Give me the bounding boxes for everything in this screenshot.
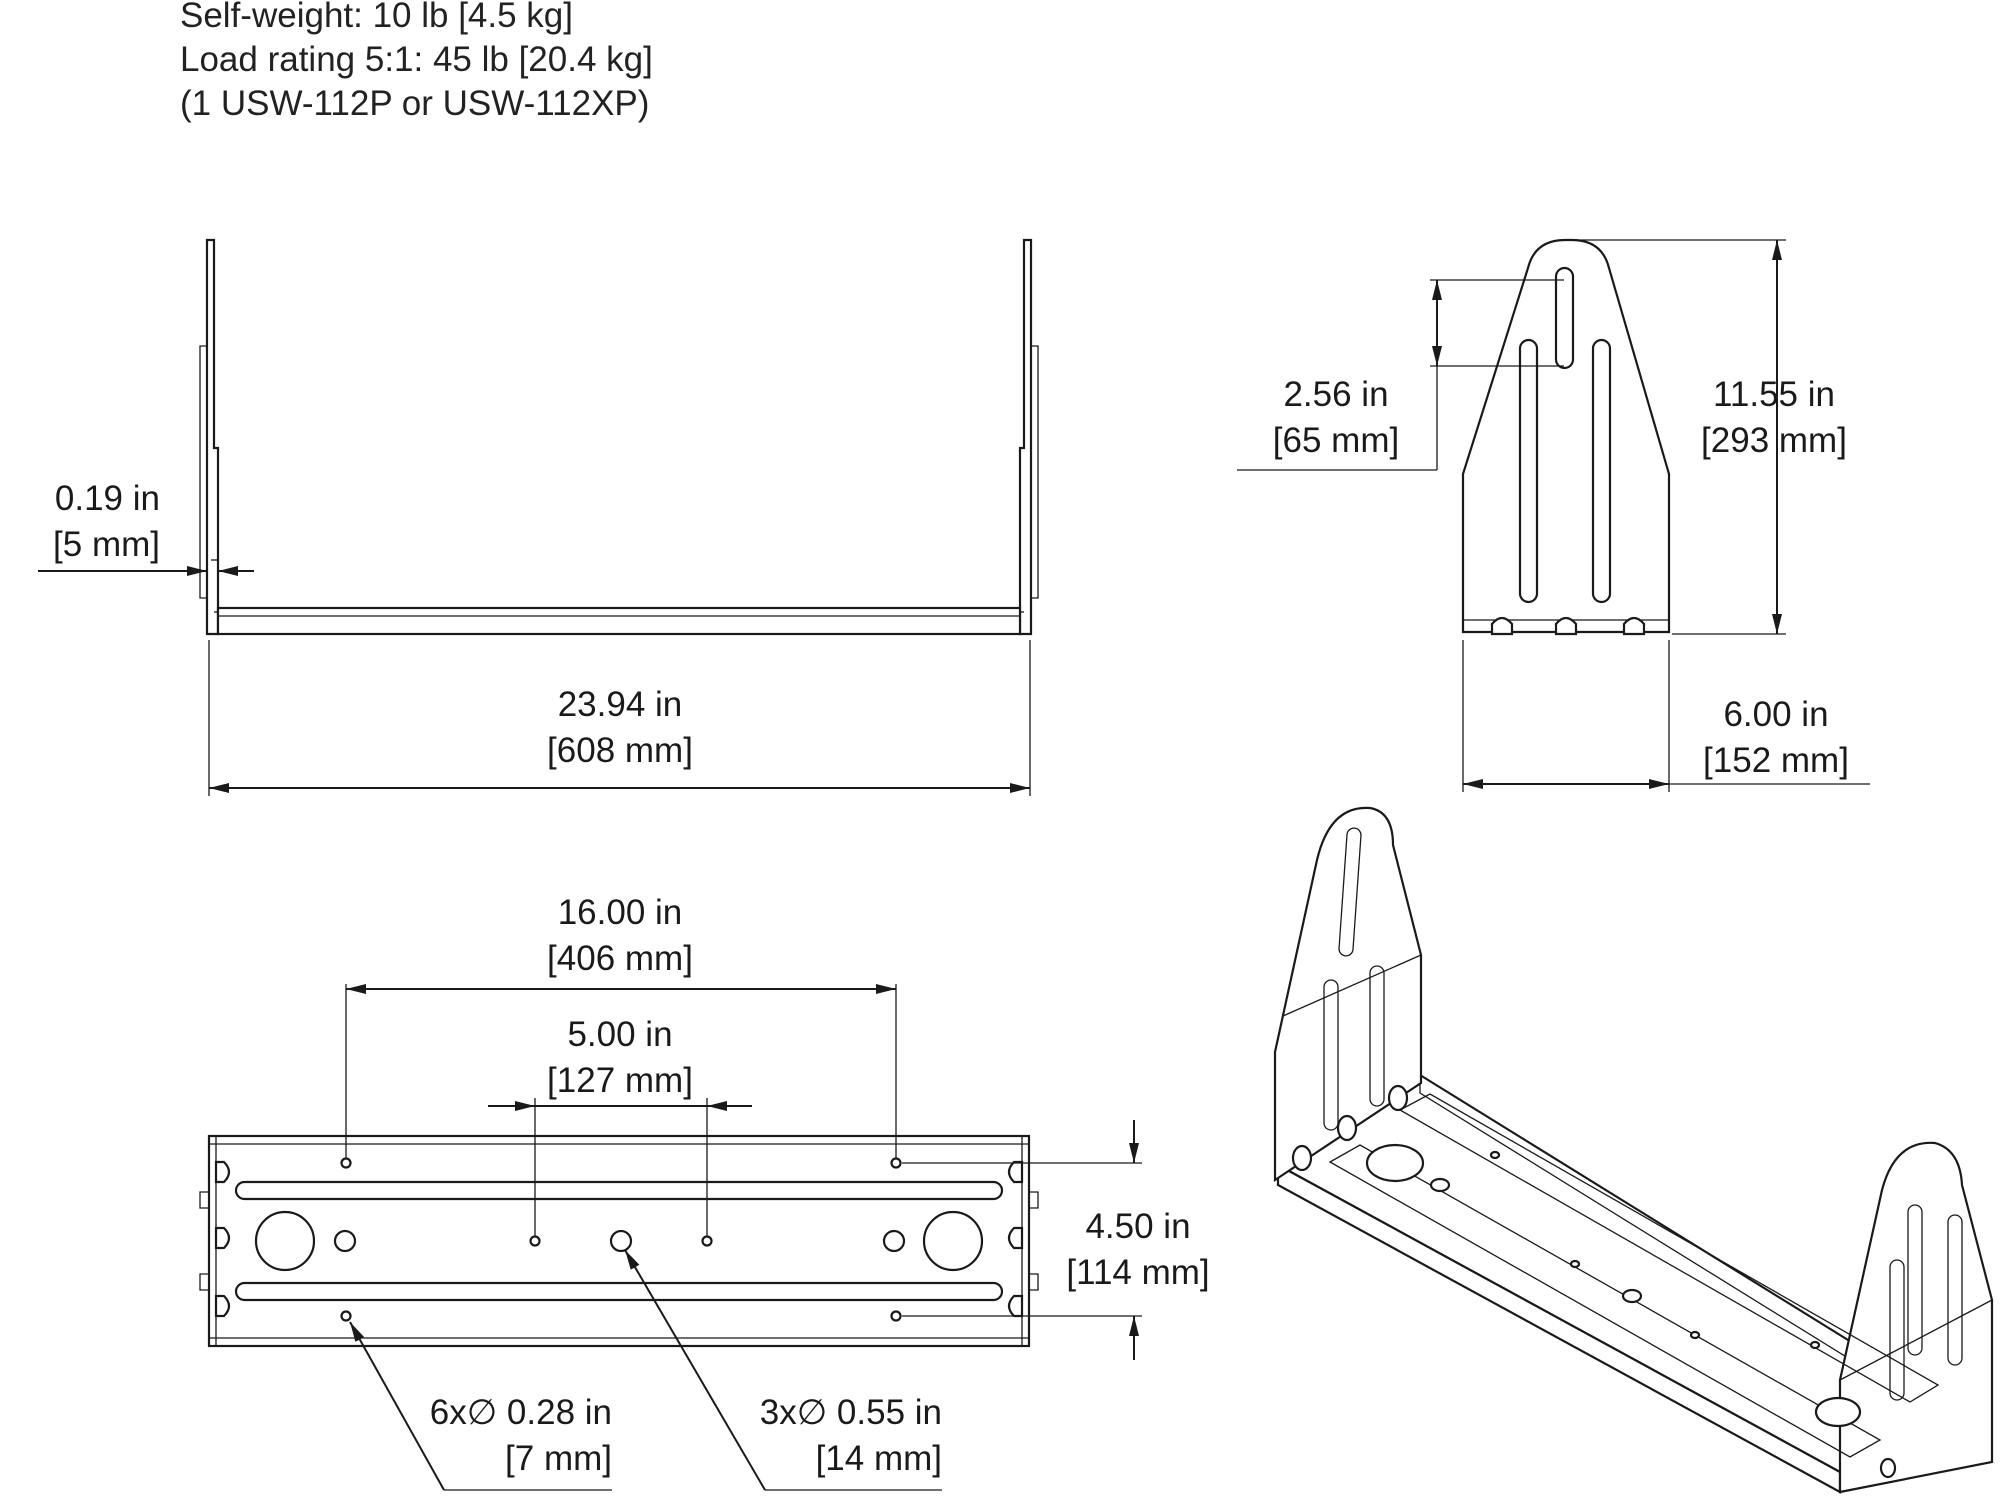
slot-length-dimension-lines xyxy=(1237,279,1564,471)
slot-length-label: 2.56 in [65 mm] xyxy=(1273,372,1399,464)
inner-hole-spacing-dimension-lines xyxy=(488,1098,752,1236)
depth-imperial: 6.00 in xyxy=(1723,695,1829,734)
outer-hole-spacing-label: 16.00 in [406 mm] xyxy=(547,890,693,982)
load-rating-spec: Load rating 5:1: 45 lb [20.4 kg] xyxy=(180,40,653,79)
load-note-spec: (1 USW-112P or USW-112XP) xyxy=(180,84,650,123)
outer-hole-spacing-dimension-lines xyxy=(345,984,897,1158)
slot-length-metric: [65 mm] xyxy=(1272,421,1400,460)
depth-dimension-lines xyxy=(1462,640,1870,792)
outer-hole-spacing-metric: [406 mm] xyxy=(547,939,693,978)
inner-hole-spacing-label: 5.00 in [127 mm] xyxy=(547,1012,693,1104)
overall-width-label: 23.94 in [608 mm] xyxy=(547,682,693,774)
front-view xyxy=(199,238,1039,636)
overall-height-imperial: 11.55 in xyxy=(1713,375,1835,414)
top-view xyxy=(199,1134,1039,1348)
row-spacing-imperial: 4.50 in xyxy=(1085,1207,1191,1246)
overall-width-metric: [608 mm] xyxy=(547,731,693,770)
row-spacing-label: 4.50 in [114 mm] xyxy=(1066,1204,1209,1296)
thickness-metric: [5 mm] xyxy=(53,525,160,564)
small-holes-callout: 6x∅ 0.28 in [7 mm] xyxy=(400,1390,612,1482)
large-holes-metric: [14 mm] xyxy=(815,1439,942,1478)
large-holes-callout: 3x∅ 0.55 in [14 mm] xyxy=(700,1390,942,1482)
depth-label: 6.00 in [152 mm] xyxy=(1703,692,1849,784)
hole-callout-leaders xyxy=(349,1249,942,1491)
row-spacing-dimension-lines xyxy=(902,1120,1142,1360)
large-holes-imperial: 3x∅ 0.55 in xyxy=(759,1393,942,1432)
outer-hole-spacing-imperial: 16.00 in xyxy=(557,893,683,932)
inner-hole-spacing-metric: [127 mm] xyxy=(547,1061,693,1100)
row-spacing-metric: [114 mm] xyxy=(1066,1253,1210,1292)
isometric-view xyxy=(1273,806,1994,1494)
overall-height-dimension-lines xyxy=(1576,239,1786,635)
thickness-label: 0.19 in [5 mm] xyxy=(30,476,160,568)
overall-height-label: 11.55 in [293 mm] xyxy=(1701,372,1847,464)
small-holes-metric: [7 mm] xyxy=(505,1439,612,1478)
inner-hole-spacing-imperial: 5.00 in xyxy=(567,1015,673,1054)
overall-width-imperial: 23.94 in xyxy=(557,685,683,724)
self-weight-spec: Self-weight: 10 lb [4.5 kg] xyxy=(180,0,573,35)
depth-metric: [152 mm] xyxy=(1703,741,1849,780)
overall-width-dimension-lines xyxy=(208,640,1031,796)
slot-length-imperial: 2.56 in xyxy=(1283,375,1389,414)
small-holes-imperial: 6x∅ 0.28 in xyxy=(429,1393,612,1432)
overall-height-metric: [293 mm] xyxy=(1701,421,1847,460)
thickness-imperial: 0.19 in xyxy=(54,479,160,518)
side-view xyxy=(1461,238,1671,636)
